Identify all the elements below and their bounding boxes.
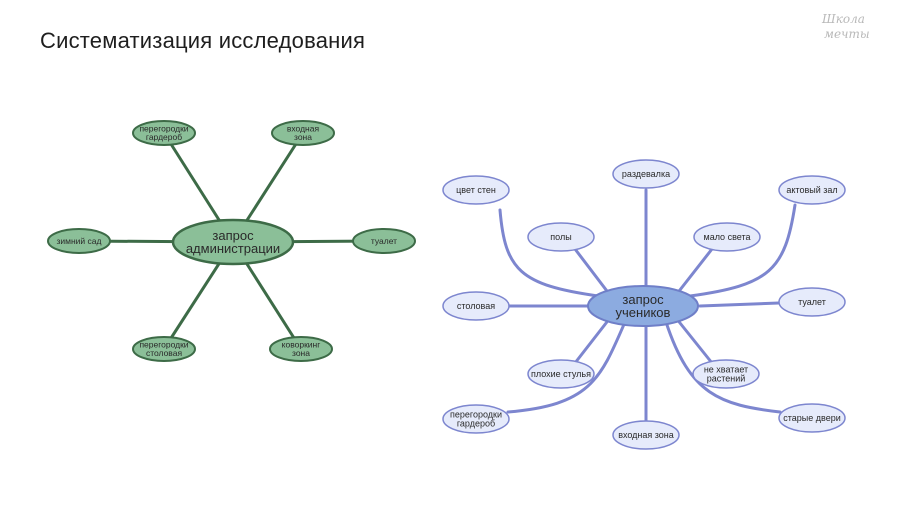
student-map: цвет стен раздевалка актовый зал полы мало с…: [442, 159, 846, 450]
logo-line-2: мечты: [824, 27, 870, 41]
student-center-node-label: учеников: [616, 305, 671, 320]
admin-center-node-label: запрос: [212, 228, 254, 243]
student-center-node-label: запрос: [622, 292, 664, 307]
student-node-label: старые двери: [783, 413, 840, 423]
admin-center-node-label: администрации: [186, 241, 280, 256]
student-node: актовый зал: [778, 175, 846, 205]
student-node-shape: [693, 222, 761, 252]
school-logo: Школа мечты: [822, 12, 872, 48]
student-node-label: не хватает: [704, 365, 748, 375]
admin-node-label: коворкинг: [282, 340, 321, 350]
admin-node-shape: [271, 120, 335, 146]
admin-node: зимний сад: [47, 228, 111, 254]
student-node-label: растений: [707, 374, 746, 384]
student-node: плохие стулья: [527, 359, 595, 389]
student-connector: [674, 316, 714, 365]
student-node-shape: [692, 359, 760, 389]
student-node-shape: [442, 291, 510, 321]
student-node-label: раздевалка: [622, 169, 670, 179]
slide-title: Систематизация исследования: [40, 28, 366, 53]
student-connector: [498, 208, 600, 298]
admin-node-shape: [352, 228, 416, 254]
admin-node: туалет: [352, 228, 416, 254]
student-node-shape: [778, 287, 846, 317]
student-node: туалет: [778, 287, 846, 317]
student-node: цвет стен: [442, 175, 510, 205]
admin-node-label: столовая: [146, 348, 183, 358]
student-connector: [506, 320, 627, 414]
student-node-shape: [778, 403, 846, 433]
student-node: столовая: [442, 291, 510, 321]
student-node-shape: [612, 159, 680, 189]
admin-node-label: зона: [294, 132, 312, 142]
admin-node-shape: [132, 120, 196, 146]
admin-node-shape: [132, 336, 196, 362]
student-node-label: входная зона: [618, 430, 674, 440]
student-node-label: полы: [550, 232, 571, 242]
admin-node-label: зона: [292, 348, 310, 358]
student-node-label: туалет: [798, 297, 826, 307]
student-node-label: гардероб: [457, 419, 495, 429]
student-connector: [573, 316, 612, 365]
student-node: раздевалка: [612, 159, 680, 189]
admin-node-label: перегородки: [139, 124, 188, 134]
student-node-shape: [778, 175, 846, 205]
student-connector: [688, 203, 797, 298]
student-node-shape: [527, 359, 595, 389]
admin-node-label: гардероб: [146, 132, 182, 142]
admin-node-label: зимний сад: [57, 236, 102, 246]
admin-node-label: туалет: [371, 236, 397, 246]
student-node-label: актовый зал: [786, 185, 837, 195]
student-connector: [573, 247, 612, 297]
student-node-label: плохие стулья: [531, 369, 591, 379]
student-center-node-shape: [587, 285, 699, 327]
student-map-connectors: [498, 188, 797, 423]
student-connector: [698, 301, 781, 308]
student-node-shape: [612, 420, 680, 450]
admin-center-node-shape: [171, 218, 295, 266]
student-node-shape: [527, 222, 595, 252]
admin-node-shape: [47, 228, 111, 254]
student-node-shape: [442, 175, 510, 205]
student-node-label: перегородки: [450, 410, 502, 420]
student-node: старые двери: [778, 403, 846, 433]
student-node: мало света: [693, 222, 761, 252]
student-connector: [674, 247, 714, 297]
admin-node-label: входная: [287, 124, 320, 134]
student-node-label: цвет стен: [456, 185, 496, 195]
student-node-label: мало света: [704, 232, 751, 242]
student-node: входная зона: [612, 420, 680, 450]
logo-line-1: Школа: [822, 12, 865, 26]
admin-node-label: перегородки: [139, 340, 188, 350]
admin-node-shape: [269, 336, 333, 362]
student-connector: [664, 320, 782, 414]
student-node-label: столовая: [457, 301, 495, 311]
student-node-shape: [442, 404, 510, 434]
student-node: полы: [527, 222, 595, 252]
